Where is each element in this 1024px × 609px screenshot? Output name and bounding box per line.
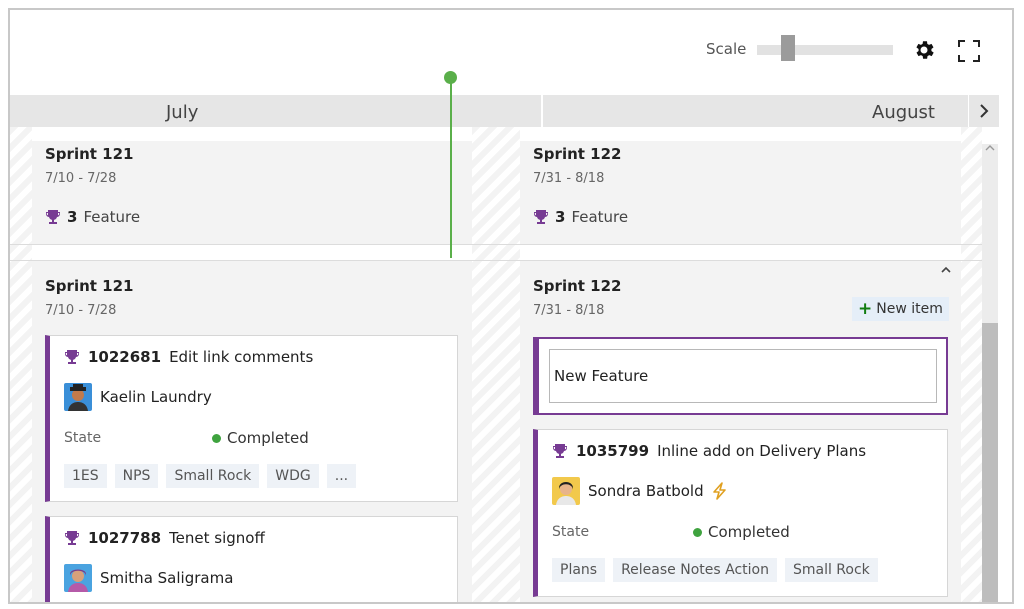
- assignee: Smitha Saligrama: [64, 564, 233, 592]
- state-value[interactable]: Completed: [212, 429, 309, 447]
- trophy-icon: [534, 210, 548, 224]
- sprint-title: Sprint 121: [45, 145, 134, 163]
- trophy-icon: [65, 350, 79, 364]
- scale-slider-track[interactable]: [757, 45, 893, 55]
- lightning-icon: [712, 482, 726, 500]
- state-value[interactable]: Completed: [693, 523, 790, 541]
- today-line: [450, 82, 452, 258]
- month-label-july: July: [166, 102, 199, 123]
- work-item-id[interactable]: 1035799: [576, 442, 650, 460]
- next-month-button[interactable]: [969, 95, 999, 127]
- sprint-dates: 7/31 - 8/18: [533, 303, 605, 318]
- chevron-up-icon[interactable]: [940, 265, 952, 275]
- card-header: 1027788 Tenet signoff: [64, 529, 265, 547]
- sprint-title: Sprint 122: [533, 277, 622, 295]
- gutter-hatch: [961, 127, 982, 602]
- work-item-title[interactable]: Tenet signoff: [169, 529, 265, 547]
- today-marker: [444, 71, 457, 84]
- assignee: Kaelin Laundry: [64, 383, 212, 411]
- sprint-dates: 7/31 - 8/18: [533, 171, 605, 186]
- sprint-summary-121[interactable]: [32, 141, 472, 244]
- sprint-title: Sprint 121: [45, 277, 134, 295]
- gear-icon[interactable]: [912, 38, 936, 62]
- gutter-hatch: [472, 127, 520, 602]
- month-divider: [541, 95, 543, 127]
- work-item-card[interactable]: 1022681 Edit link comments Kaelin Laundr…: [45, 335, 458, 502]
- new-item-button[interactable]: + New item: [852, 297, 949, 321]
- scale-label: Scale: [706, 40, 747, 58]
- gutter-hatch: [10, 127, 32, 602]
- sprint-title: Sprint 122: [533, 145, 622, 163]
- work-item-card[interactable]: 1027788 Tenet signoff Smitha Saligrama: [45, 516, 458, 602]
- month-header: [10, 95, 968, 127]
- avatar: [64, 564, 92, 592]
- trophy-icon: [46, 210, 60, 224]
- work-item-id[interactable]: 1027788: [88, 529, 162, 547]
- status-dot: [693, 527, 702, 537]
- plus-icon: +: [858, 299, 873, 319]
- tag: 1ES: [64, 464, 107, 488]
- scrollbar-thumb[interactable]: [982, 323, 998, 602]
- new-item-card: [533, 337, 948, 415]
- tag: Small Rock: [784, 558, 878, 582]
- tag: WDG: [267, 464, 319, 488]
- tag-list: 1ES NPS Small Rock WDG ...: [64, 464, 357, 488]
- status-dot: [212, 433, 221, 443]
- tag: Release Notes Action: [613, 558, 777, 582]
- card-header: 1022681 Edit link comments: [64, 348, 313, 366]
- row-separator: [10, 244, 985, 245]
- tag: Small Rock: [166, 464, 260, 488]
- new-item-title-input[interactable]: [549, 349, 937, 403]
- month-label-august: August: [872, 102, 935, 123]
- chevron-right-icon: [980, 104, 989, 118]
- tag-overflow[interactable]: ...: [326, 464, 357, 488]
- state-label: State: [64, 430, 102, 446]
- tag: NPS: [114, 464, 159, 488]
- scroll-up-icon[interactable]: [985, 144, 995, 152]
- avatar: [64, 383, 92, 411]
- fullscreen-icon[interactable]: [958, 40, 980, 62]
- sprint-dates: 7/10 - 7/28: [45, 303, 117, 318]
- trophy-icon: [553, 444, 567, 458]
- card-header: 1035799 Inline add on Delivery Plans: [552, 442, 866, 460]
- work-item-title[interactable]: Edit link comments: [169, 348, 314, 366]
- trophy-icon: [65, 531, 79, 545]
- sprint-summary-122[interactable]: [520, 141, 961, 244]
- tag: Plans: [552, 558, 606, 582]
- sprint-dates: 7/10 - 7/28: [45, 171, 117, 186]
- avatar: [552, 477, 580, 505]
- delivery-plan-frame: Scale July August Sprint 121 7/10 - 7/28…: [8, 8, 1014, 604]
- work-item-title[interactable]: Inline add on Delivery Plans: [657, 442, 867, 460]
- assignee: Sondra Batbold: [552, 477, 728, 505]
- work-item-id[interactable]: 1022681: [88, 348, 162, 366]
- tag-list: Plans Release Notes Action Small Rock: [552, 558, 878, 582]
- row-separator: [10, 260, 985, 261]
- work-item-card[interactable]: 1035799 Inline add on Delivery Plans Son…: [533, 429, 948, 597]
- state-label: State: [552, 524, 590, 540]
- scale-slider-thumb[interactable]: [781, 35, 795, 61]
